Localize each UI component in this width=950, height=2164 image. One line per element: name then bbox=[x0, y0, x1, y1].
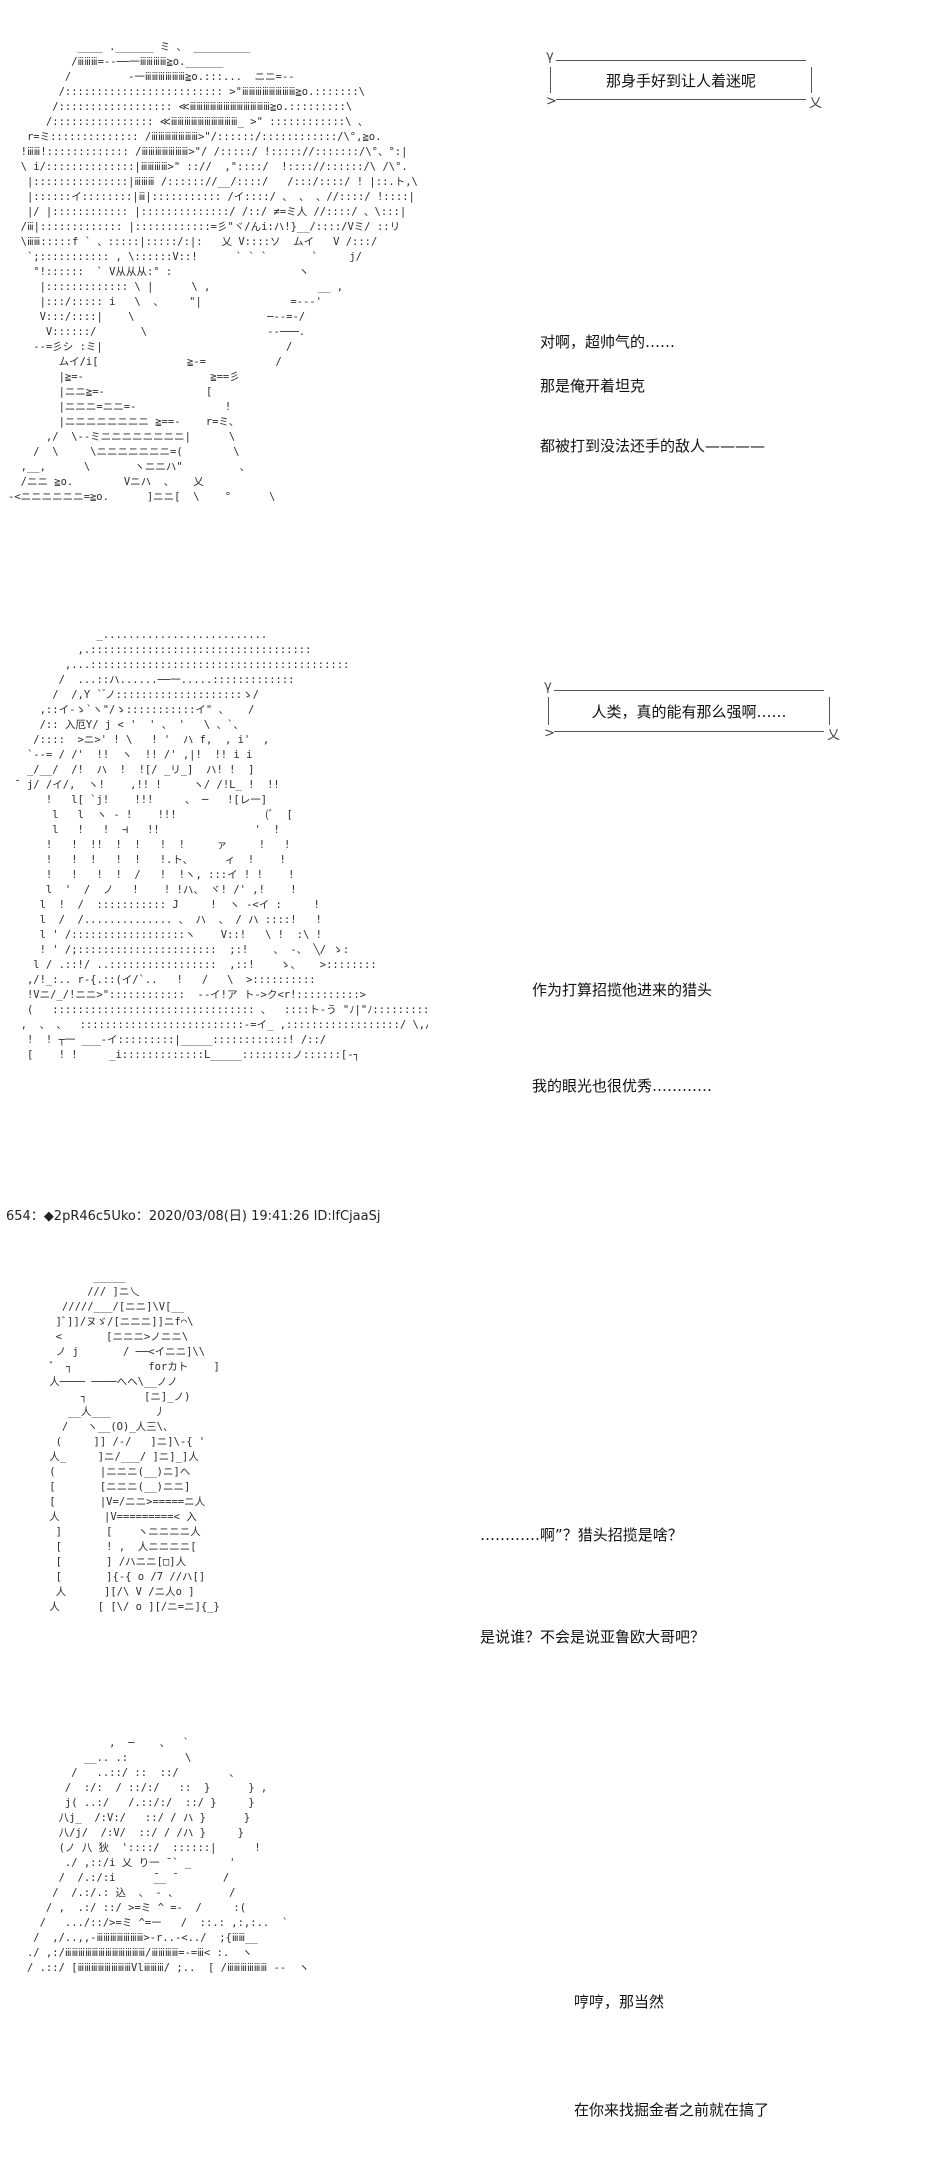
dialog-line: 哼哼，那当然 bbox=[574, 1993, 665, 2011]
speech-bubble-text: 人类，真的能有那么强啊…… bbox=[591, 702, 787, 721]
dialog-block-1b: 那是俺开着坦克 都被打到没法还手的敌人———— bbox=[540, 336, 765, 476]
dialog-block-4: 哼哼，那当然 在你来找掘金者之前就在搞了 bbox=[574, 1912, 769, 2164]
speech-bubble-2: γ 人类，真的能有那么强啊…… > 乂 bbox=[544, 679, 840, 743]
post-header: 654：◆2pR46c5Uko：2020/03/08(日) 19:41:26 I… bbox=[6, 1209, 381, 1224]
face-ascii-art: ____ .______ ミ 、 _________ /ⅲⅲⅲ=--──一ⅲⅲⅲ… bbox=[8, 41, 428, 503]
dialog-line: 在你来找掘金者之前就在搞了 bbox=[574, 2101, 770, 2119]
speech-bubble-text: 那身手好到让人着迷呢 bbox=[605, 71, 756, 90]
dialog-block-1: 对啊，超帅气的…… bbox=[540, 282, 675, 378]
dialog-block-2: 作为打算招揽他进来的猎头 我的眼光也很优秀………… bbox=[532, 910, 712, 1134]
bubble-close-mark: 乂 bbox=[808, 96, 822, 111]
tall-figure-ascii-art: _.......................... ,.::::::::::… bbox=[8, 629, 428, 1061]
bubble-open-mark: γ bbox=[544, 679, 552, 694]
dialog-line: 都被打到没法还手的敌人———— bbox=[540, 437, 766, 455]
dialog-line: 作为打算招揽他进来的猎头 bbox=[532, 981, 713, 999]
speech-bubble-1: γ 那身手好到让人着迷呢 > 乂 bbox=[546, 49, 822, 111]
bubble-arrow-mark: > bbox=[546, 94, 557, 109]
dialog-line: 我的眼光也很优秀………… bbox=[532, 1077, 713, 1095]
bottom-figure-ascii-art: , ─ 、 ` __.. .: \ / ..::/ :: ::/ 、 / :/:… bbox=[26, 1737, 310, 1974]
bubble-open-mark: γ bbox=[546, 49, 554, 64]
dialog-line: 对啊，超帅气的…… bbox=[540, 333, 676, 351]
small-figure-ascii-art: _____ /// ]ニ乀 /////___/[ニニ]\V[__ ]ﾞ]]/ヌゞ… bbox=[49, 1271, 220, 1613]
dialog-line: 那是俺开着坦克 bbox=[540, 377, 646, 395]
dialog-block-3: …………啊”？猎头招揽是啥？ 是说谁？不会是说亚鲁欧大哥吧？ bbox=[480, 1450, 705, 1688]
dialog-line: 是说谁？不会是说亚鲁欧大哥吧？ bbox=[480, 1628, 706, 1646]
bubble-close-mark: 乂 bbox=[826, 728, 840, 743]
dialog-line: …………啊”？猎头招揽是啥？ bbox=[480, 1526, 683, 1544]
bubble-arrow-mark: > bbox=[544, 726, 555, 741]
